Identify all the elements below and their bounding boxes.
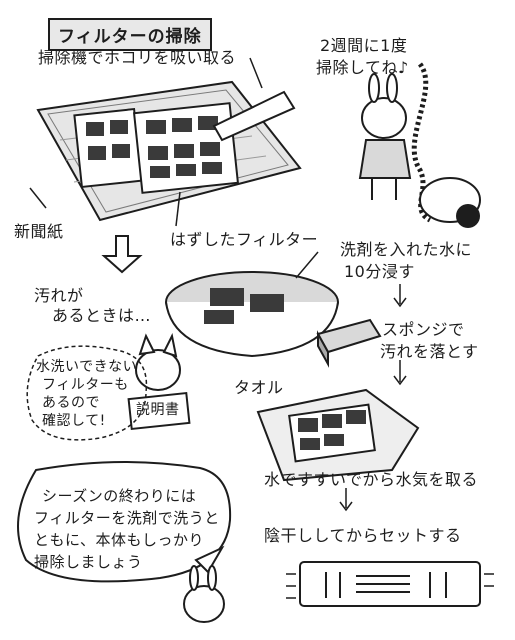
when-dirty-line-2: あるときは… [52,306,152,325]
filter-on-newspaper-illustration [73,57,296,194]
caution-line-4: 確認して! [42,413,106,429]
label-towel: タオル [234,378,284,397]
aircon-illustration [286,561,494,607]
caution-line-1: 水洗いできない [36,359,138,375]
label-removed-filter: はずしたフィルター [170,230,319,249]
sponge-line-2: 汚れを落とす [380,342,479,361]
interval-line-2: 掃除してね♪ [316,58,409,77]
sponge-illustration [316,318,382,368]
soak-line-2: 10分浸す [344,262,415,281]
interval-line-1: 2週間に1度 [320,36,408,55]
bunny-bottom-illustration [183,565,225,623]
page-title: フィルターの掃除 [48,18,212,51]
step-dry-towel: 水ですすいでから水気を取る [264,470,479,489]
soaking-bowl-illustration [165,251,339,358]
down-arrow-icon [101,235,143,274]
towel-illustration [256,388,420,482]
manual-label: 説明書 [136,402,180,418]
cat-manual-illustration [127,332,191,431]
step-shade-dry: 陰干ししてからセットする [264,526,462,545]
soak-line-1: 洗剤を入れた水に [340,240,473,259]
when-dirty-line-1: 汚れが [34,286,84,305]
season-line-4: 掃除しましょう [34,553,143,571]
caution-bubble [26,345,148,441]
label-newspaper: 新聞紙 [14,222,64,241]
bunny-vacuum-illustration [358,62,481,228]
season-line-3: ともに、本体もしっかり [34,531,205,549]
caution-line-2: フィルターも [42,377,129,393]
season-line-1: シーズンの終わりには [42,487,197,505]
sponge-line-1: スポンジで [382,320,465,339]
step-vacuum: 掃除機でホコリを吸い取る [38,48,237,67]
caution-line-3: あるので [42,395,100,411]
season-line-2: フィルターを洗剤で洗うと [34,509,220,527]
